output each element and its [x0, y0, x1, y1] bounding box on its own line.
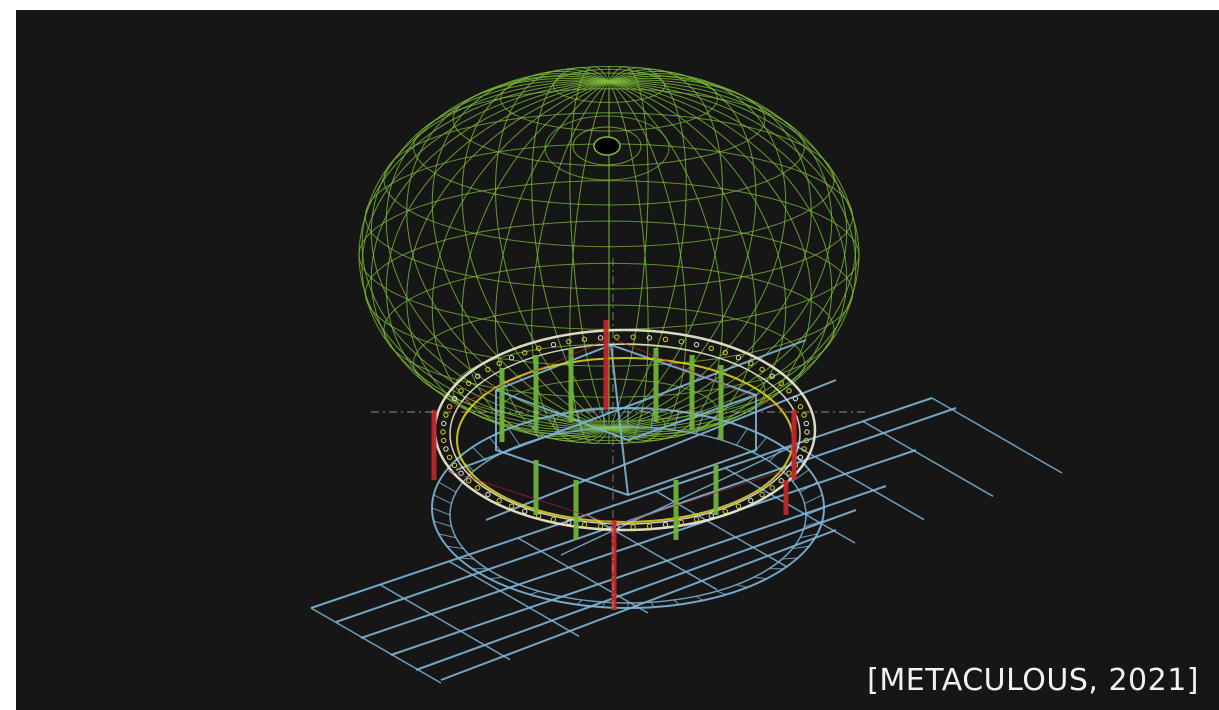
columns [431, 320, 797, 610]
image-caption: [METACULOUS, 2021] [867, 663, 1199, 698]
drawing-frame: [METACULOUS, 2021] [16, 10, 1219, 710]
wireframe-drawing [310, 65, 1063, 684]
base-platform [310, 339, 1063, 684]
dome-wireframe [358, 65, 860, 445]
axis-lines [371, 258, 866, 610]
